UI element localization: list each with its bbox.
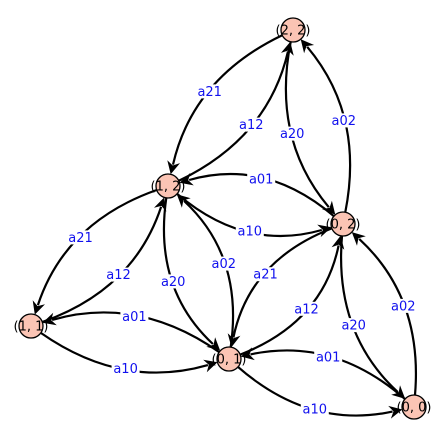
- edge-label-background: [278, 126, 307, 141]
- edge-label-background: [66, 230, 95, 245]
- nodes-layer: (2, 2) (1, 2) (0, 2) (1, 1) (0, 1) (0, 0): [14, 17, 432, 420]
- edge-label: a20: [341, 319, 366, 334]
- edge-label-background: [120, 309, 149, 324]
- arrowhead-icon: [351, 232, 366, 246]
- edge-label-background: [389, 298, 418, 313]
- edge-n12-to-n01: [162, 197, 214, 345]
- edge-label: a10: [303, 402, 328, 417]
- node-n11: (1, 1): [14, 313, 49, 339]
- arrowhead-icon: [167, 160, 180, 175]
- edge-n02-to-n01: [232, 227, 333, 338]
- edge-label-background: [209, 256, 238, 271]
- edge-label: a01: [122, 310, 147, 325]
- arrowhead-icon: [32, 300, 45, 315]
- node-n00: (0, 0): [397, 394, 432, 420]
- edge-label-background: [251, 267, 280, 282]
- node-circle: [330, 211, 356, 237]
- edge-label-background: [159, 274, 188, 289]
- node-n12: (1, 2): [151, 173, 186, 199]
- arrowhead-icon: [176, 194, 191, 208]
- edge-n12-to-n22: [178, 51, 290, 182]
- edge-n01-to-n12: [183, 200, 235, 348]
- node-label: (0, 0): [397, 401, 432, 416]
- edge-label: a20: [161, 275, 186, 290]
- edge-n22-to-n12: [171, 34, 283, 165]
- arrowhead-icon: [321, 200, 336, 215]
- edge-label: a02: [391, 299, 416, 314]
- edge-label-background: [104, 267, 133, 282]
- arrowhead-icon: [206, 337, 221, 351]
- edge-label: a10: [113, 362, 138, 377]
- node-circle: [401, 394, 427, 420]
- edge-label: a12: [106, 268, 131, 283]
- edge-n12-to-n11: [36, 188, 158, 306]
- node-label: (0, 1): [212, 353, 247, 368]
- edge-n02-to-n00: [340, 235, 399, 393]
- edge-label: a20: [280, 127, 305, 142]
- arrowhead-icon: [300, 39, 315, 54]
- node-n02: (0, 2): [326, 211, 361, 237]
- edge-n01-to-n02: [239, 245, 340, 356]
- node-label: (0, 2): [326, 218, 361, 233]
- node-circle: [280, 17, 306, 43]
- node-label: (1, 1): [14, 320, 49, 335]
- edge-label-background: [329, 113, 358, 128]
- node-circle: [216, 346, 242, 372]
- edge-n11-to-n12: [41, 206, 163, 324]
- edge-label: a02: [332, 114, 357, 129]
- node-label: (2, 2): [276, 24, 311, 39]
- arrowhead-icon: [203, 359, 218, 373]
- edge-label-background: [195, 84, 224, 99]
- edge-label: a01: [249, 172, 274, 187]
- node-circle: [18, 313, 44, 339]
- edge-label: a12: [239, 118, 264, 133]
- edge-label: a01: [316, 351, 341, 366]
- arrowhead-icon: [240, 347, 255, 361]
- edge-label-background: [339, 318, 368, 333]
- edge-label-background: [111, 361, 140, 376]
- node-n22: (2, 2): [276, 17, 311, 43]
- edge-label: a21: [197, 85, 222, 100]
- edge-label: a12: [294, 302, 319, 317]
- edge-label: a21: [68, 231, 93, 246]
- edge-label-background: [237, 117, 266, 132]
- edge-label-background: [235, 224, 264, 239]
- edge-label-background: [292, 301, 321, 316]
- node-circle: [155, 173, 181, 199]
- edge-label-background: [247, 171, 276, 186]
- edge-labels-layer: a21 a12 a20 a02 a01 a10 a21 a12 a20 a02 a21 a12 a20 a…: [66, 84, 418, 417]
- edge-label: a02: [212, 257, 237, 272]
- arrowhead-icon: [227, 333, 241, 348]
- edge-label-background: [300, 401, 329, 416]
- arrowhead-icon: [388, 405, 403, 419]
- node-label: (1, 2): [151, 180, 186, 195]
- arrowhead-icon: [154, 197, 167, 212]
- arrowhead-icon: [179, 172, 194, 186]
- edge-label: a10: [238, 225, 263, 240]
- arrowhead-icon: [42, 312, 57, 326]
- edge-label-background: [314, 350, 343, 365]
- node-n01: (0, 1): [212, 346, 247, 372]
- edge-label: a21: [253, 268, 278, 283]
